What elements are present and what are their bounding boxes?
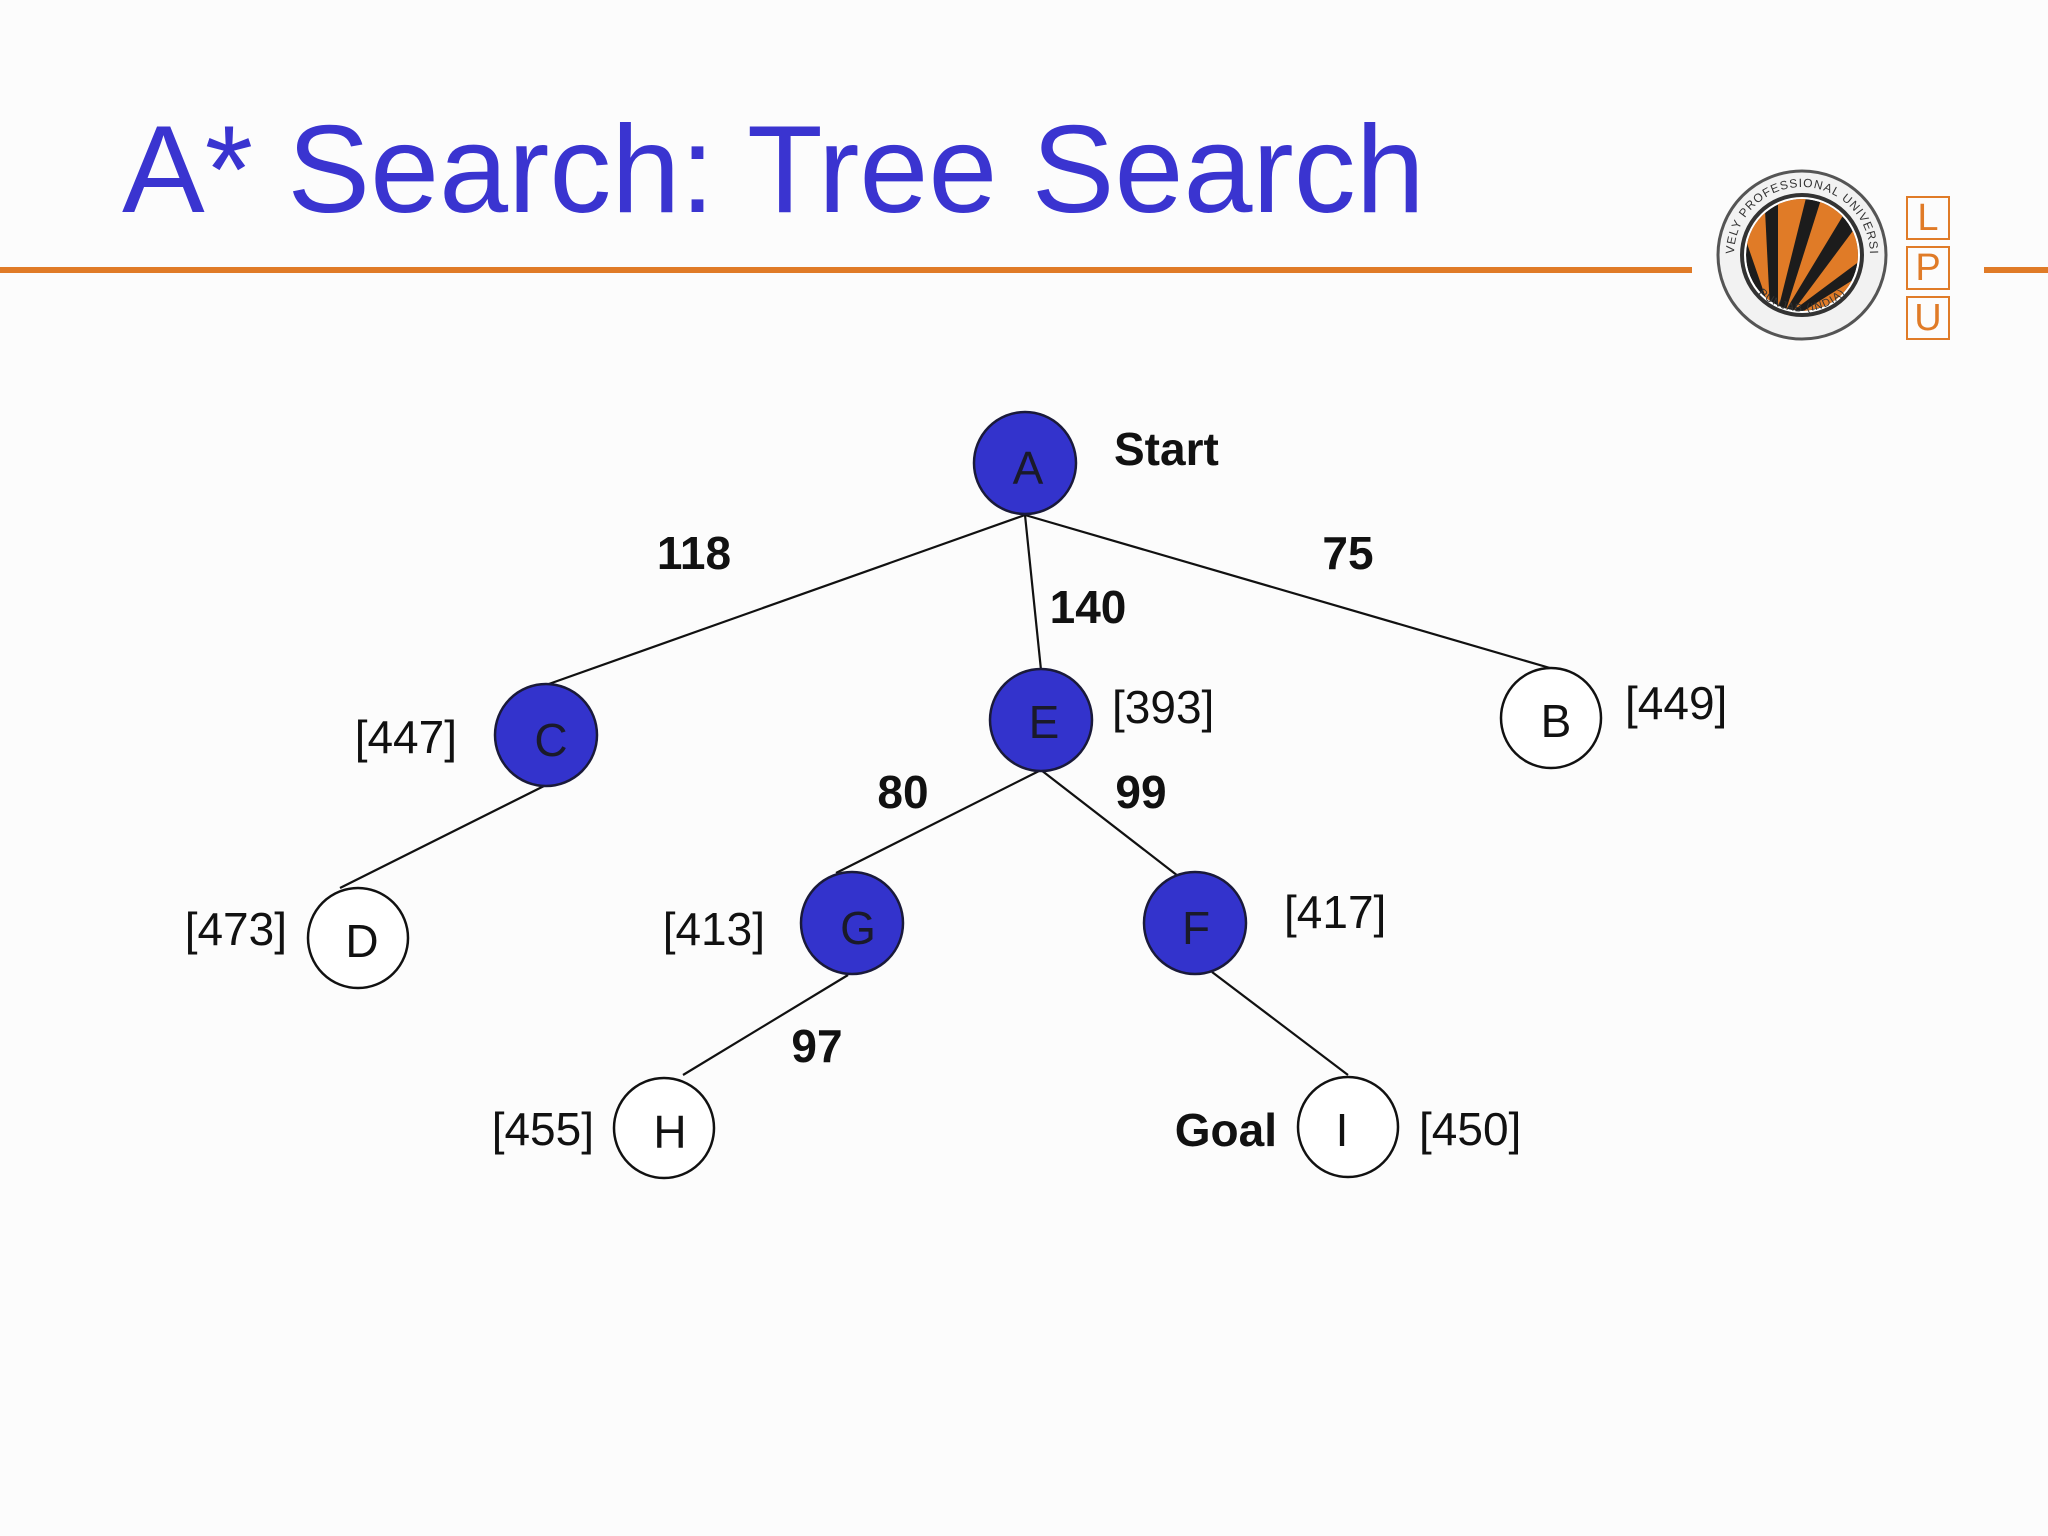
edge-a-c — [545, 513, 1026, 687]
node-c-label: C — [534, 714, 567, 766]
edge-e-g — [835, 769, 1042, 874]
fvalue-f: [417] — [1284, 886, 1386, 938]
start-label: Start — [1114, 423, 1219, 475]
edge-a-e — [1023, 514, 1043, 671]
node-a-label: A — [1013, 442, 1044, 494]
node-a: A — [972, 410, 1078, 516]
edge-cost-a-b: 75 — [1322, 527, 1373, 579]
node-b: B — [1499, 666, 1603, 770]
node-d-label: D — [345, 915, 378, 967]
title-divider — [0, 267, 1692, 273]
node-i-label: I — [1336, 1104, 1349, 1156]
logo-letter-p: P — [1906, 246, 1950, 290]
node-e: E — [988, 667, 1094, 773]
edge-cost-e-g: 80 — [877, 766, 928, 818]
edge-a-b — [1024, 513, 1551, 670]
node-g-label: G — [840, 902, 876, 954]
slide-title: A* Search: Tree Search — [122, 101, 1425, 239]
fvalue-i: [450] — [1419, 1103, 1521, 1155]
edge-cost-a-e: 140 — [1050, 581, 1127, 633]
edge-cost-e-f: 99 — [1115, 766, 1166, 818]
node-b-label: B — [1541, 695, 1572, 747]
lpu-letters: L P U — [1906, 196, 1954, 346]
node-g: G — [799, 870, 905, 976]
seal-rays-icon — [1746, 199, 1858, 311]
edge-cost-g-h: 97 — [791, 1020, 842, 1072]
goal-label: Goal — [1175, 1104, 1277, 1156]
node-f-label: F — [1182, 902, 1210, 954]
title-divider-right — [1984, 267, 2048, 273]
edge-cost-a-c: 118 — [657, 527, 731, 579]
edge-g-h — [682, 974, 849, 1076]
edge-c-d — [339, 784, 547, 889]
fvalue-b: [449] — [1625, 677, 1727, 729]
node-f: F — [1142, 870, 1248, 976]
fvalue-g: [413] — [663, 903, 765, 955]
fvalue-c: [447] — [355, 711, 457, 763]
logo-letter-u: U — [1906, 296, 1950, 340]
node-e-label: E — [1029, 696, 1060, 748]
edge-e-f — [1040, 769, 1179, 877]
node-i: I — [1296, 1075, 1400, 1179]
fvalue-h: [455] — [492, 1103, 594, 1155]
university-seal-logo: LOVELY PROFESSIONAL UNIVERSITY PUNJAB (I… — [1712, 160, 1888, 341]
fvalue-e: [393] — [1112, 681, 1214, 733]
node-d: D — [306, 886, 410, 990]
edge-f-i — [1211, 971, 1349, 1076]
node-c: C — [493, 682, 599, 788]
node-h-label: H — [653, 1106, 686, 1158]
node-h: H — [612, 1076, 716, 1180]
fvalue-d: [473] — [185, 903, 287, 955]
logo-letter-l: L — [1906, 196, 1950, 240]
